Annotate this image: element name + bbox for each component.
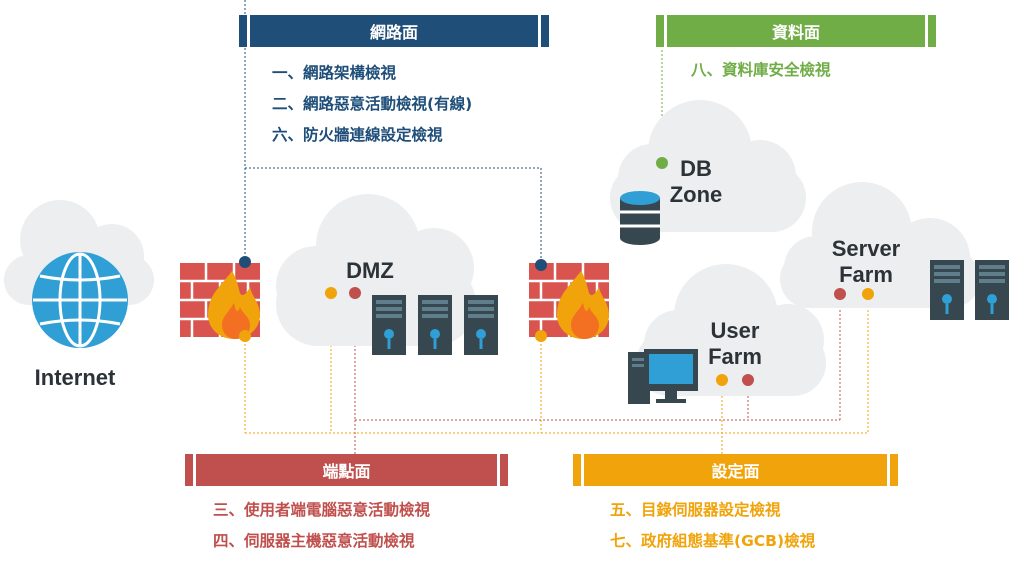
user-farm-text-1: User	[710, 318, 760, 343]
data-item: 八、資料庫安全檢視	[691, 61, 831, 79]
db-zone-text-2: Zone	[669, 182, 723, 207]
data-connector-dot	[656, 157, 668, 169]
config-connector-dot	[535, 330, 547, 342]
config-title: 設定面	[711, 462, 760, 481]
endpoint-connector-dot	[834, 288, 846, 300]
server-farm-label: Server Farm	[816, 236, 916, 288]
server-farm-text-2: Farm	[839, 262, 893, 287]
banner-cap	[538, 15, 549, 47]
firewall-icon	[527, 261, 611, 341]
globe-icon	[32, 252, 128, 348]
endpoint-item: 四、伺服器主機惡意活動檢視	[213, 532, 415, 550]
desktop-computer-icon	[628, 349, 698, 404]
banner-cap	[239, 15, 250, 47]
endpoint-item: 三、使用者端電腦惡意活動檢視	[213, 501, 431, 519]
banner-cap	[185, 454, 196, 486]
dmz-label: DMZ	[330, 258, 410, 284]
data-items: 八、資料庫安全檢視	[691, 55, 831, 86]
network-link-lines	[244, 0, 542, 262]
db-zone-label: DB Zone	[656, 156, 736, 208]
network-item: 六、防火牆連線設定檢視	[272, 126, 443, 144]
network-item: 一、網路架構檢視	[272, 64, 397, 82]
db-zone-cloud	[610, 100, 806, 232]
data-banner: 資料面	[656, 15, 936, 47]
banner-cap	[656, 15, 667, 47]
database-icon	[620, 191, 660, 245]
firewall-icon	[178, 261, 262, 341]
config-connector-dot	[862, 288, 874, 300]
internet-text: Internet	[34, 365, 116, 390]
data-title: 資料面	[771, 23, 820, 42]
network-item: 二、網路惡意活動檢視(有線)	[272, 95, 473, 113]
config-item: 七、政府組態基準(GCB)檢視	[610, 532, 816, 550]
endpoint-banner: 端點面	[185, 454, 508, 486]
db-zone-text-1: DB	[680, 156, 712, 181]
network-items: 一、網路架構檢視 二、網路惡意活動檢視(有線) 六、防火牆連線設定檢視	[272, 58, 472, 151]
internet-label: Internet	[14, 365, 136, 391]
config-item: 五、目錄伺服器設定檢視	[610, 501, 781, 519]
network-title: 網路面	[369, 23, 418, 42]
config-connector-dot	[716, 374, 728, 386]
config-connector-dot	[325, 287, 337, 299]
user-farm-text-2: Farm	[708, 344, 762, 369]
banner-cap	[497, 454, 508, 486]
endpoint-items: 三、使用者端電腦惡意活動檢視 四、伺服器主機惡意活動檢視	[213, 495, 430, 557]
endpoint-connector-dot	[349, 287, 361, 299]
network-connector-dot	[239, 256, 251, 268]
config-banner: 設定面	[573, 454, 898, 486]
banner-cap	[925, 15, 936, 47]
config-connector-dot	[239, 330, 251, 342]
endpoint-connector-dot	[742, 374, 754, 386]
user-farm-label: User Farm	[690, 318, 780, 370]
dmz-server-icon	[372, 295, 498, 355]
endpoint-title: 端點面	[322, 462, 371, 481]
network-connector-dot	[535, 259, 547, 271]
config-items: 五、目錄伺服器設定檢視 七、政府組態基準(GCB)檢視	[610, 495, 815, 557]
banner-cap	[887, 454, 898, 486]
banner-cap	[573, 454, 584, 486]
dmz-text: DMZ	[346, 258, 394, 283]
server-farm-text-1: Server	[831, 236, 901, 261]
network-banner: 網路面	[239, 15, 549, 47]
